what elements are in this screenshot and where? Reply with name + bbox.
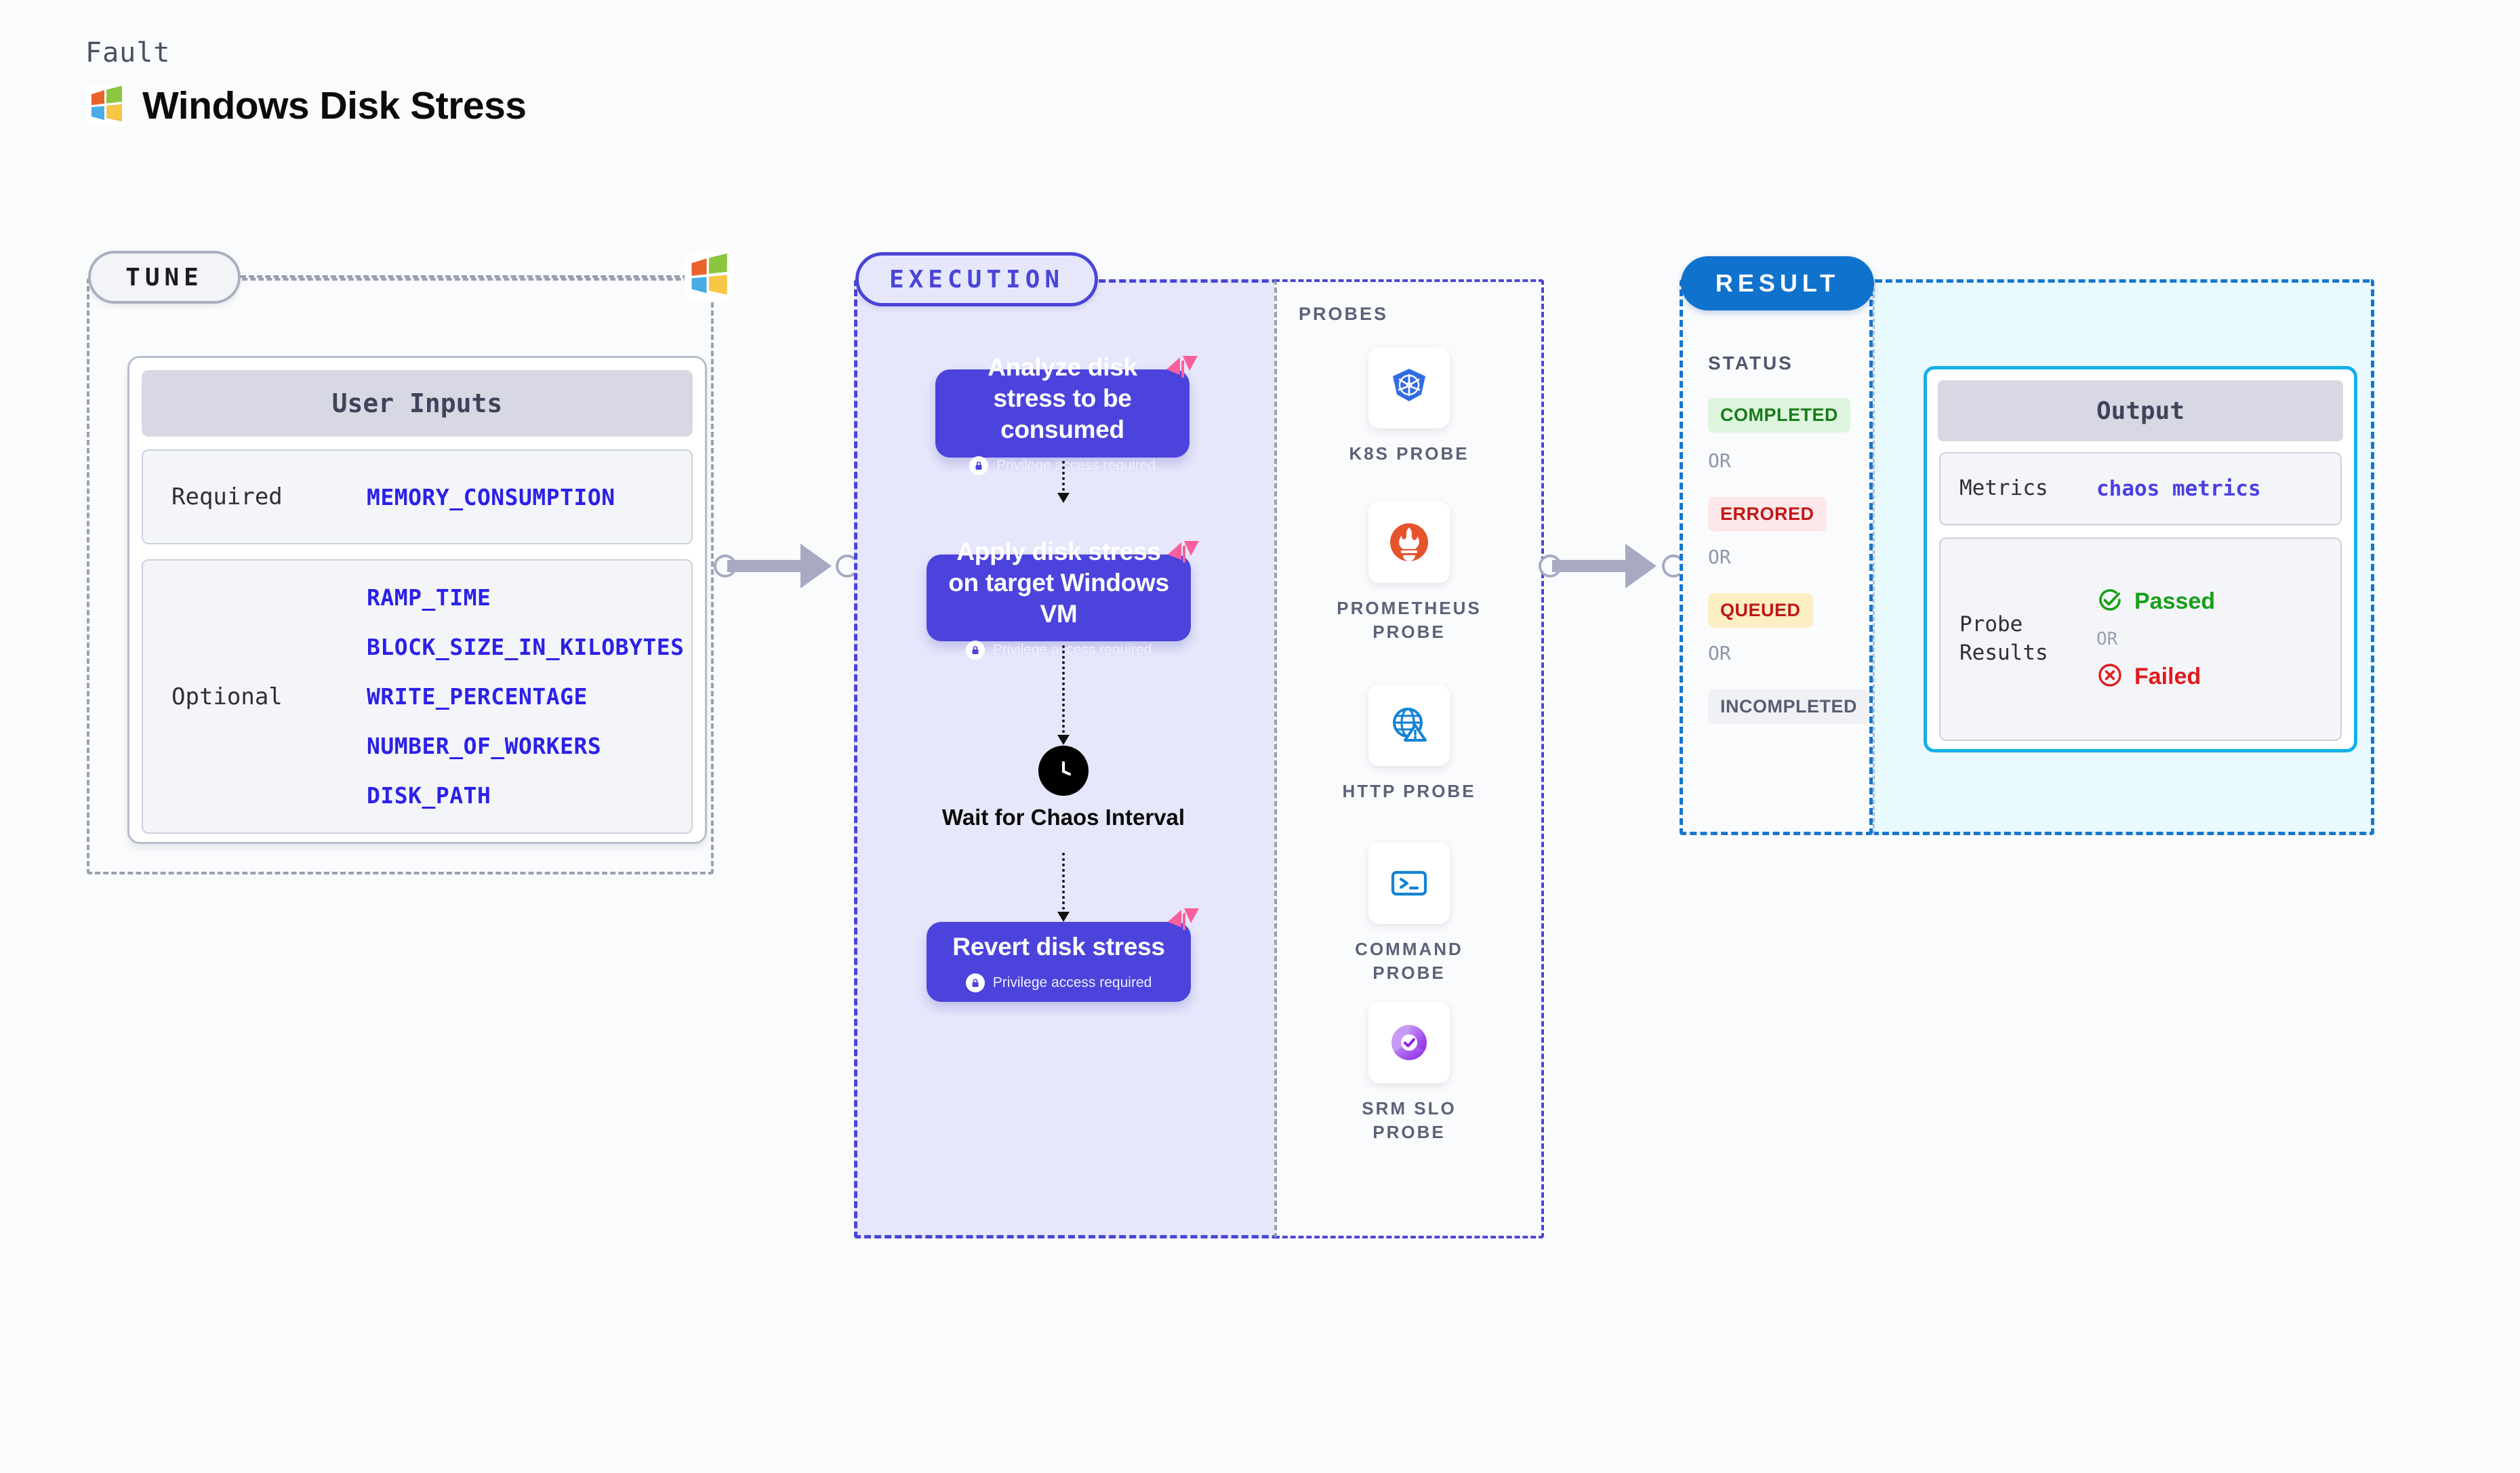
probe-item-k8s[interactable]: K8S PROBE xyxy=(1324,347,1494,466)
status-or-1: OR xyxy=(1708,449,1731,472)
optional-label: Optional xyxy=(171,683,283,710)
clock-icon xyxy=(1038,746,1089,796)
fault-kicker: Fault xyxy=(85,37,171,68)
tune-panel xyxy=(87,278,714,874)
arrow-head xyxy=(1625,544,1657,588)
page-title: Windows Disk Stress xyxy=(142,84,527,127)
probe-results-row: Probe Results Passed OR xyxy=(1939,538,2342,741)
step-title: Analyze disk stress to be consumed xyxy=(988,352,1137,444)
probe-label: COMMAND PROBE xyxy=(1355,939,1463,984)
input-param[interactable]: BLOCK_SIZE_IN_KILOBYTES xyxy=(367,634,685,660)
kubernetes-icon xyxy=(1368,347,1450,428)
output-card: Output Metrics chaos metrics Probe Resul… xyxy=(1924,366,2357,752)
litmus-chaos-icon xyxy=(1165,907,1200,938)
arrow-head xyxy=(800,544,832,588)
privilege-notice: Privilege access required xyxy=(965,641,1152,660)
privilege-notice: Privilege access required xyxy=(969,456,1156,476)
required-label: Required xyxy=(171,483,283,510)
required-inputs-row: Required MEMORY_CONSUMPTION xyxy=(142,449,693,544)
probe-label: HTTP PROBE xyxy=(1342,781,1476,801)
status-badge-errored: ERRORED xyxy=(1708,497,1827,531)
probe-label: K8S PROBE xyxy=(1349,443,1469,464)
probe-result-or: OR xyxy=(2096,629,2118,649)
arrow-shaft xyxy=(1552,560,1640,572)
probe-result-failed: Failed xyxy=(2096,662,2215,692)
litmus-chaos-icon xyxy=(1165,540,1200,571)
privilege-text: Privilege access required xyxy=(992,642,1152,658)
failed-label: Failed xyxy=(2134,664,2201,689)
status-badge-incompleted: INCOMPLETED xyxy=(1708,689,1870,724)
output-header: Output xyxy=(1938,380,2343,441)
optional-values: RAMP_TIME BLOCK_SIZE_IN_KILOBYTES WRITE_… xyxy=(367,584,684,809)
status-badge-completed: COMPLETED xyxy=(1708,398,1851,432)
lock-icon xyxy=(969,456,989,476)
privilege-text: Privilege access required xyxy=(996,458,1156,474)
windows-logo-icon xyxy=(85,85,127,127)
probes-title: PROBES xyxy=(1299,304,1389,324)
probe-label: SRM SLO PROBE xyxy=(1362,1098,1457,1143)
terminal-icon xyxy=(1368,843,1450,924)
tune-to-execution-arrow xyxy=(714,542,859,590)
arrow-start-dot xyxy=(714,554,737,578)
optional-inputs-row: Optional RAMP_TIME BLOCK_SIZE_IN_KILOBYT… xyxy=(142,559,693,834)
required-values: MEMORY_CONSUMPTION xyxy=(367,484,615,510)
probe-results-label: Probe Results xyxy=(1959,612,2048,665)
litmus-chaos-icon xyxy=(1164,355,1199,386)
step-connector xyxy=(1057,461,1070,503)
step-connector xyxy=(1057,645,1070,745)
wait-for-chaos-interval-label: Wait for Chaos Interval xyxy=(941,805,1185,830)
execution-step-revert[interactable]: Revert disk stress Privilege access requ… xyxy=(927,908,1199,1002)
privilege-notice: Privilege access required xyxy=(965,973,1152,993)
input-param[interactable]: RAMP_TIME xyxy=(367,584,491,611)
result-badge: RESULT xyxy=(1681,256,1874,310)
page-header: Fault Windows Disk Stress xyxy=(85,37,527,128)
execution-badge: EXECUTION xyxy=(855,252,1098,306)
status-or-3: OR xyxy=(1708,642,1731,664)
probe-item-prometheus[interactable]: PROMETHEUS PROBE xyxy=(1324,502,1494,644)
execution-step-apply[interactable]: Apply disk stress on target Windows VM P… xyxy=(927,538,1199,660)
probe-item-srm-slo[interactable]: SRM SLO PROBE xyxy=(1324,1002,1494,1144)
check-circle-icon xyxy=(2096,586,2123,617)
tune-badge: TUNE xyxy=(88,251,241,304)
status-or-2: OR xyxy=(1708,546,1731,568)
arrow-shaft xyxy=(727,560,815,572)
input-param[interactable]: MEMORY_CONSUMPTION xyxy=(367,483,615,510)
input-param[interactable]: DISK_PATH xyxy=(367,782,491,809)
metrics-value[interactable]: chaos metrics xyxy=(2096,477,2261,501)
result-status-panel xyxy=(1680,279,1873,835)
execution-to-result-arrow xyxy=(1539,542,1685,590)
prometheus-icon xyxy=(1368,502,1450,583)
windows-logo-icon xyxy=(685,252,733,304)
probe-label: PROMETHEUS PROBE xyxy=(1337,598,1482,643)
lock-icon xyxy=(965,641,985,660)
probe-item-command[interactable]: COMMAND PROBE xyxy=(1324,843,1494,985)
privilege-text: Privilege access required xyxy=(992,975,1152,991)
x-circle-icon xyxy=(2096,662,2123,692)
page-title-row: Windows Disk Stress xyxy=(85,83,527,128)
user-inputs-card: User Inputs Required MEMORY_CONSUMPTION … xyxy=(127,356,707,844)
step-title: Revert disk stress xyxy=(952,932,1165,961)
status-badge-queued: QUEUED xyxy=(1708,593,1813,628)
probe-result-passed: Passed xyxy=(2096,586,2215,617)
status-title: STATUS xyxy=(1708,352,1793,374)
probe-results-values: Passed OR Failed xyxy=(2096,586,2215,692)
http-globe-warning-icon xyxy=(1368,685,1450,766)
passed-label: Passed xyxy=(2134,588,2216,614)
step-title: Apply disk stress on target Windows VM xyxy=(948,537,1169,628)
metrics-label: Metrics xyxy=(1959,476,2048,501)
input-param[interactable]: NUMBER_OF_WORKERS xyxy=(367,733,602,759)
tune-badge-connector-line xyxy=(241,275,696,278)
execution-step-analyze[interactable]: Analyze disk stress to be consumed Privi… xyxy=(935,353,1198,476)
probe-item-http[interactable]: HTTP PROBE xyxy=(1324,685,1494,803)
user-inputs-header: User Inputs xyxy=(142,370,693,437)
step-connector xyxy=(1057,853,1070,922)
input-param[interactable]: WRITE_PERCENTAGE xyxy=(367,683,588,710)
metrics-row: Metrics chaos metrics xyxy=(1939,452,2342,525)
srm-slo-icon xyxy=(1368,1002,1450,1083)
lock-icon xyxy=(965,973,985,993)
